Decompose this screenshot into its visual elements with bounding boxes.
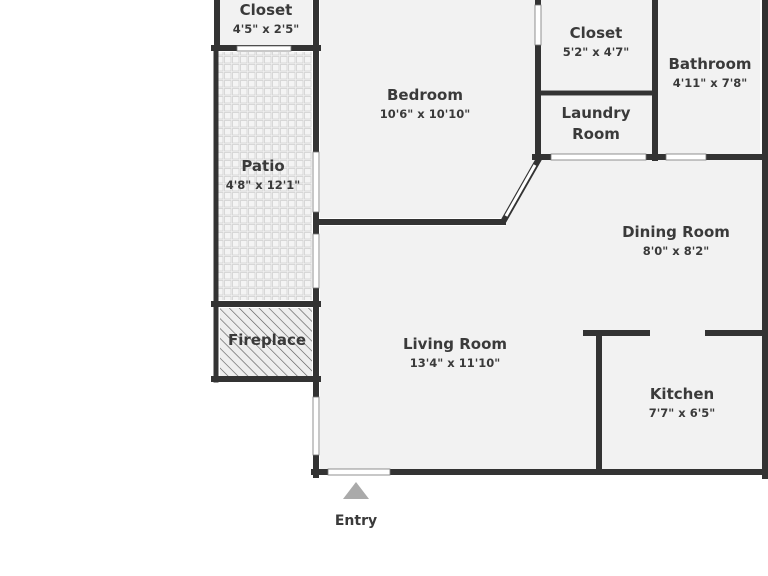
laundry-floor [541, 96, 652, 154]
entry-label: Entry [335, 513, 377, 529]
window [312, 233, 320, 289]
windows [236, 4, 707, 476]
kitchen-dims: 7'7" x 6'5" [649, 406, 715, 420]
bedroom-name: Bedroom [387, 86, 463, 104]
kitchen-floor [602, 336, 762, 470]
fireplace-floor [220, 308, 312, 376]
window [236, 45, 292, 52]
bedroom-floor [320, 0, 535, 218]
living-dims: 13'4" x 11'10" [410, 356, 500, 370]
floors [218, 0, 762, 470]
window [665, 153, 707, 161]
bathroom-floor [658, 0, 760, 154]
closet-top-name: Closet [240, 1, 293, 19]
dining-name: Dining Room [622, 223, 730, 241]
patio-floor [218, 52, 312, 300]
kitchen-name: Kitchen [650, 385, 714, 403]
window [534, 4, 542, 46]
diagonal-wall [500, 155, 543, 224]
closet-mid-floor [541, 0, 652, 90]
bedroom-dims: 10'6" x 10'10" [380, 107, 470, 121]
living-name: Living Room [403, 335, 507, 353]
patio-name: Patio [241, 157, 284, 175]
laundry-name-line2: Room [572, 125, 620, 143]
entry-door [327, 468, 391, 476]
window [312, 151, 320, 213]
laundry-name-line1: Laundry [562, 104, 631, 122]
closet-mid-dims: 5'2" x 4'7" [563, 45, 629, 59]
room-labels: Closet 4'5" x 2'5" Patio 4'8" x 12'1" Fi… [226, 1, 752, 529]
closet-mid-name: Closet [570, 24, 623, 42]
fireplace-name: Fireplace [228, 331, 306, 349]
patio-dims: 4'8" x 12'1" [226, 178, 300, 192]
closet-top-dims: 4'5" x 2'5" [233, 22, 299, 36]
entry-arrow-icon [343, 482, 369, 499]
bathroom-dims: 4'11" x 7'8" [673, 76, 747, 90]
bathroom-name: Bathroom [668, 55, 751, 73]
window [312, 396, 320, 456]
dining-dims: 8'0" x 8'2" [643, 244, 709, 258]
closet-top-floor [218, 0, 312, 46]
window [550, 153, 647, 161]
